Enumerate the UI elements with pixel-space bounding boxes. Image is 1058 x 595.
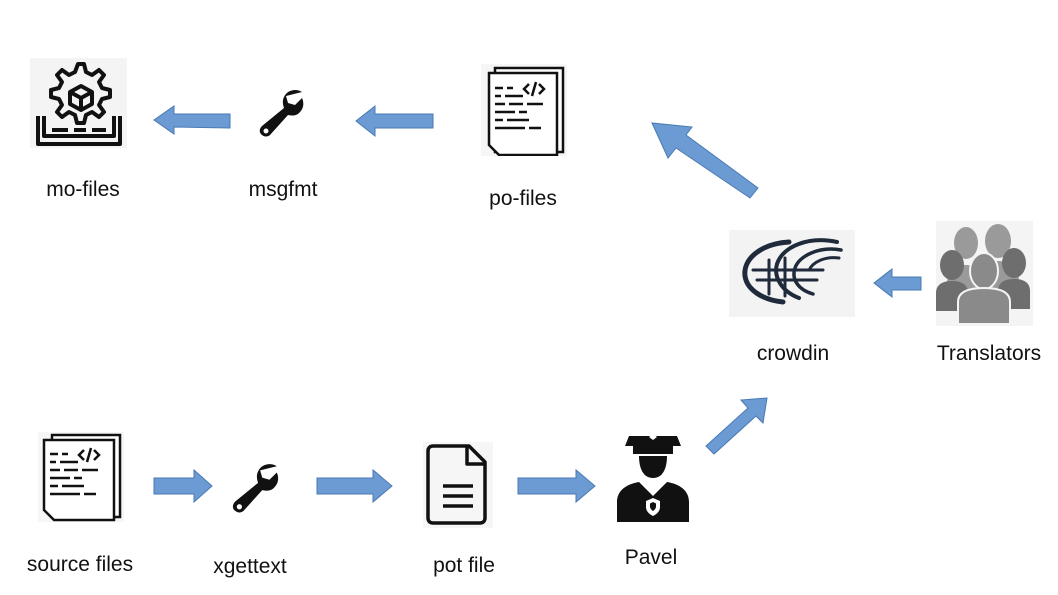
- pavel-node: [617, 432, 689, 522]
- arrow-pavel-to-crowdin: [705, 397, 768, 455]
- crowdin-label: crowdin: [756, 342, 830, 365]
- arrow-source-to-xgettext: [153, 468, 213, 504]
- pot-file-node: [423, 442, 493, 528]
- po-files-label: po-files: [489, 187, 557, 210]
- pot-file-label: pot file: [433, 554, 495, 577]
- arrow-crowdin-to-po: [651, 122, 759, 199]
- translators-node: [936, 221, 1033, 326]
- translators-label: Translators: [936, 342, 1042, 365]
- arrow-pot-to-pavel: [517, 468, 596, 504]
- code-document-icon: [42, 433, 122, 522]
- package-gear-icon: [36, 62, 122, 146]
- arrow-po-to-msgfmt: [355, 104, 434, 138]
- mo-files-node: [30, 58, 127, 148]
- xgettext-label: xgettext: [213, 555, 287, 578]
- arrow-translators-to-crowdin: [873, 267, 922, 299]
- mo-files-label: mo-files: [46, 178, 120, 201]
- crowdin-logo-icon: [742, 238, 843, 305]
- arrow-msgfmt-to-mo: [153, 105, 231, 135]
- arrow-xgettext-to-pot: [316, 468, 393, 504]
- police-officer-icon: [617, 434, 689, 522]
- msgfmt-node: [256, 86, 308, 138]
- crowdin-node: [729, 230, 855, 317]
- source-files-node: [38, 432, 124, 522]
- po-files-node: [481, 64, 567, 157]
- wrench-icon: [259, 89, 304, 137]
- people-group-icon: [936, 224, 1030, 325]
- xgettext-node: [229, 460, 283, 514]
- msgfmt-label: msgfmt: [248, 178, 318, 201]
- code-document-icon: [487, 66, 565, 157]
- wrench-icon: [232, 464, 279, 513]
- source-files-label: source files: [26, 553, 134, 576]
- document-icon: [426, 444, 487, 525]
- pavel-label: Pavel: [624, 546, 678, 569]
